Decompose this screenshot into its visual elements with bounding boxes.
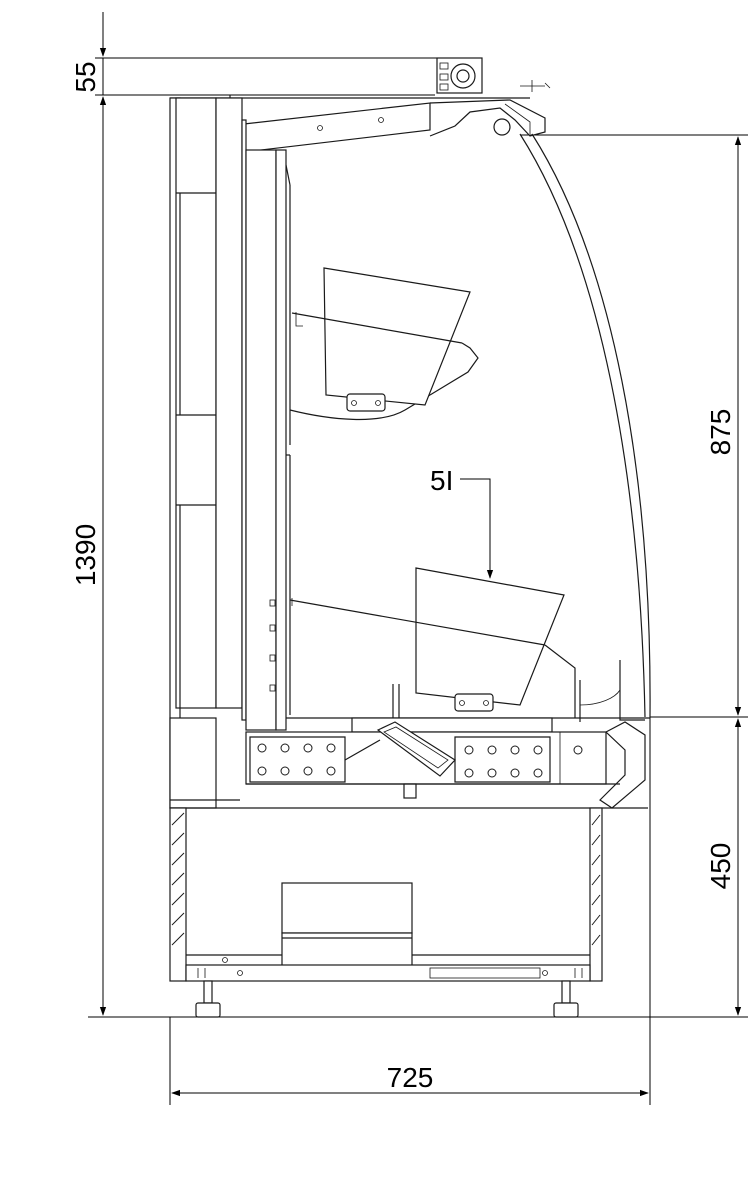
- perforated-panel-right: [454, 736, 551, 783]
- lower-shelf-surface: [289, 599, 546, 646]
- front-air-duct: [599, 721, 646, 809]
- rear-column: [245, 149, 277, 731]
- lower-shelf-clip: [454, 693, 494, 712]
- dim-label-875: 875: [705, 409, 736, 456]
- base-frame: [185, 964, 591, 982]
- canopy: [170, 57, 551, 153]
- upper-shelf: [289, 267, 479, 421]
- callout-leader-arrow: [460, 478, 494, 579]
- drain-outlet: [403, 783, 417, 799]
- callout-label: 5I: [430, 465, 453, 496]
- callout: 5I: [430, 465, 494, 579]
- dim-label-725: 725: [387, 1062, 434, 1093]
- dim-label-1390: 1390: [70, 524, 101, 586]
- foot-left: [195, 1002, 221, 1018]
- upper-shelf-clip: [346, 393, 386, 412]
- canopy-panel: [243, 102, 431, 153]
- upper-shelf-bracket: [289, 394, 431, 421]
- condensing-unit-top: [281, 882, 413, 934]
- canopy-nose-light-icon: [493, 118, 511, 136]
- base-left-panel: [169, 807, 187, 982]
- upper-shelf-surface: [291, 312, 463, 344]
- front-glass-curve: [519, 133, 646, 718]
- front-glass: [519, 133, 651, 722]
- deck: [169, 717, 650, 809]
- dimension-lines: [88, 12, 748, 1105]
- evaporator-coil: [376, 721, 456, 777]
- base-right-panel: [589, 807, 603, 982]
- base-stand: [169, 807, 603, 1018]
- perforated-panel-left: [249, 736, 346, 783]
- upper-shelf-label-holder: [323, 267, 471, 406]
- canopy-light-tube-icon: [450, 63, 476, 89]
- condensing-unit-bottom: [281, 932, 413, 969]
- foot-right: [553, 1002, 579, 1018]
- lower-shelf: [289, 567, 576, 718]
- side-panel: [169, 97, 291, 809]
- dim-label-55: 55: [70, 61, 101, 92]
- lower-shelf-label-holder: [415, 567, 565, 706]
- shelf-support-post: [392, 684, 400, 718]
- dim-label-450: 450: [705, 843, 736, 890]
